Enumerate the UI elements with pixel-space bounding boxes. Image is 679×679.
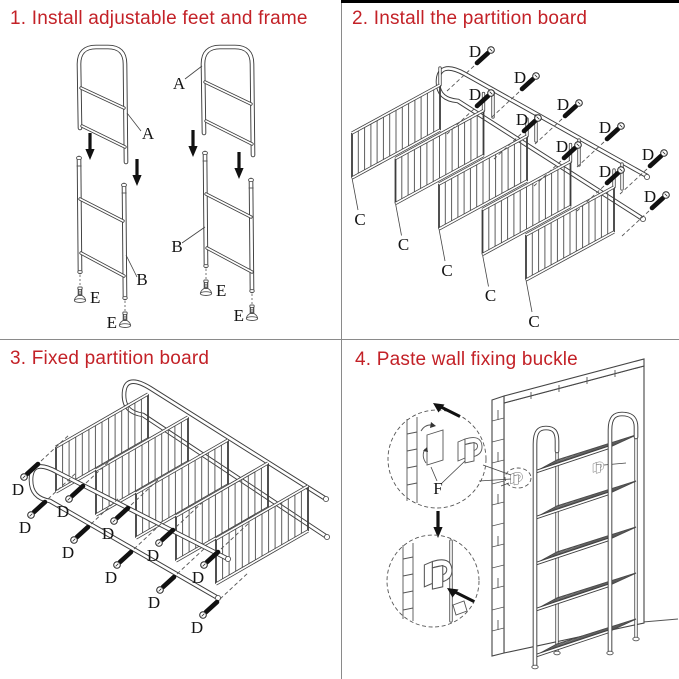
label-screw: D (12, 480, 24, 499)
label-frame-top: A (173, 74, 186, 93)
frame-top-right (200, 44, 256, 158)
label-screw: D (516, 110, 528, 129)
label-screw: D (147, 546, 159, 565)
detail-circle-buckle-parts: F (387, 401, 512, 509)
buckle-mounted (423, 559, 453, 590)
label-partition: C (398, 235, 409, 254)
horizontal-divider (0, 339, 679, 340)
partition-board (174, 461, 270, 563)
label-screw: D (19, 518, 31, 537)
down-arrow (130, 157, 144, 188)
down-arrow (83, 131, 97, 162)
buckle-part (457, 437, 483, 464)
label-screw: D (599, 118, 611, 137)
label-screw: D (469, 85, 481, 104)
step-2-illustration: C C C C C D D D D D D D D D D (350, 42, 679, 331)
label-screw: D (642, 145, 654, 164)
shelf-unit (531, 411, 640, 670)
step-4-illustration: F (386, 358, 679, 670)
up-left-arrow (431, 401, 462, 418)
down-arrow (431, 509, 445, 540)
label-screw: D (556, 137, 568, 156)
label-partition: C (441, 261, 452, 280)
label-partition: C (528, 312, 539, 331)
label-screw: D (557, 95, 569, 114)
label-screw: D (469, 42, 481, 61)
partition-board (134, 438, 230, 540)
label-screw: D (105, 568, 117, 587)
label-screw: D (514, 68, 526, 87)
partition-board (214, 484, 310, 586)
label-frame-bottom: B (136, 270, 147, 289)
down-arrow (186, 128, 200, 159)
frame-bottom-right (202, 150, 255, 294)
label-screw: D (148, 593, 160, 612)
label-foot: E (216, 281, 226, 300)
wire-shelf (533, 572, 637, 612)
step-4-title: 4. Paste wall fixing buckle (355, 349, 578, 370)
label-screw: D (191, 618, 203, 637)
label-screw: D (192, 568, 204, 587)
frame-top-left (76, 44, 129, 165)
top-edge-strip (341, 0, 679, 3)
adjustable-foot (245, 304, 259, 322)
label-frame-top: A (142, 124, 155, 143)
step-3-illustration: D D D D D D D D D D (12, 379, 331, 637)
label-partition: C (485, 286, 496, 305)
label-screw: D (644, 187, 656, 206)
brick-wall (491, 358, 679, 657)
label-foot: E (234, 306, 244, 325)
step-3-title: 3. Fixed partition board (10, 348, 210, 369)
detail-circle-buckle-mounted (386, 534, 480, 628)
frame-bottom-left (76, 155, 128, 301)
label-frame-bottom: B (171, 237, 182, 256)
step-1-title: 1. Install adjustable feet and frame (10, 8, 308, 29)
label-partition: C (354, 210, 365, 229)
label-screw: D (57, 502, 69, 521)
step-1-illustration: A B E E A (73, 44, 259, 332)
down-arrow (232, 150, 246, 181)
adjustable-foot (73, 286, 87, 304)
label-screw: D (599, 162, 611, 181)
step-2-title: 2. Install the partition board (352, 8, 588, 29)
side-frame-back (121, 379, 331, 541)
label-foot: E (90, 288, 100, 307)
label-screw: D (62, 543, 74, 562)
label-buckle: F (433, 479, 442, 498)
label-screw: D (102, 524, 114, 543)
buckle-attach-highlight (500, 467, 532, 489)
adjustable-foot (118, 311, 132, 329)
wall-buckle-marker (592, 461, 627, 474)
adjustable-foot (199, 279, 213, 297)
label-foot: E (107, 313, 117, 332)
